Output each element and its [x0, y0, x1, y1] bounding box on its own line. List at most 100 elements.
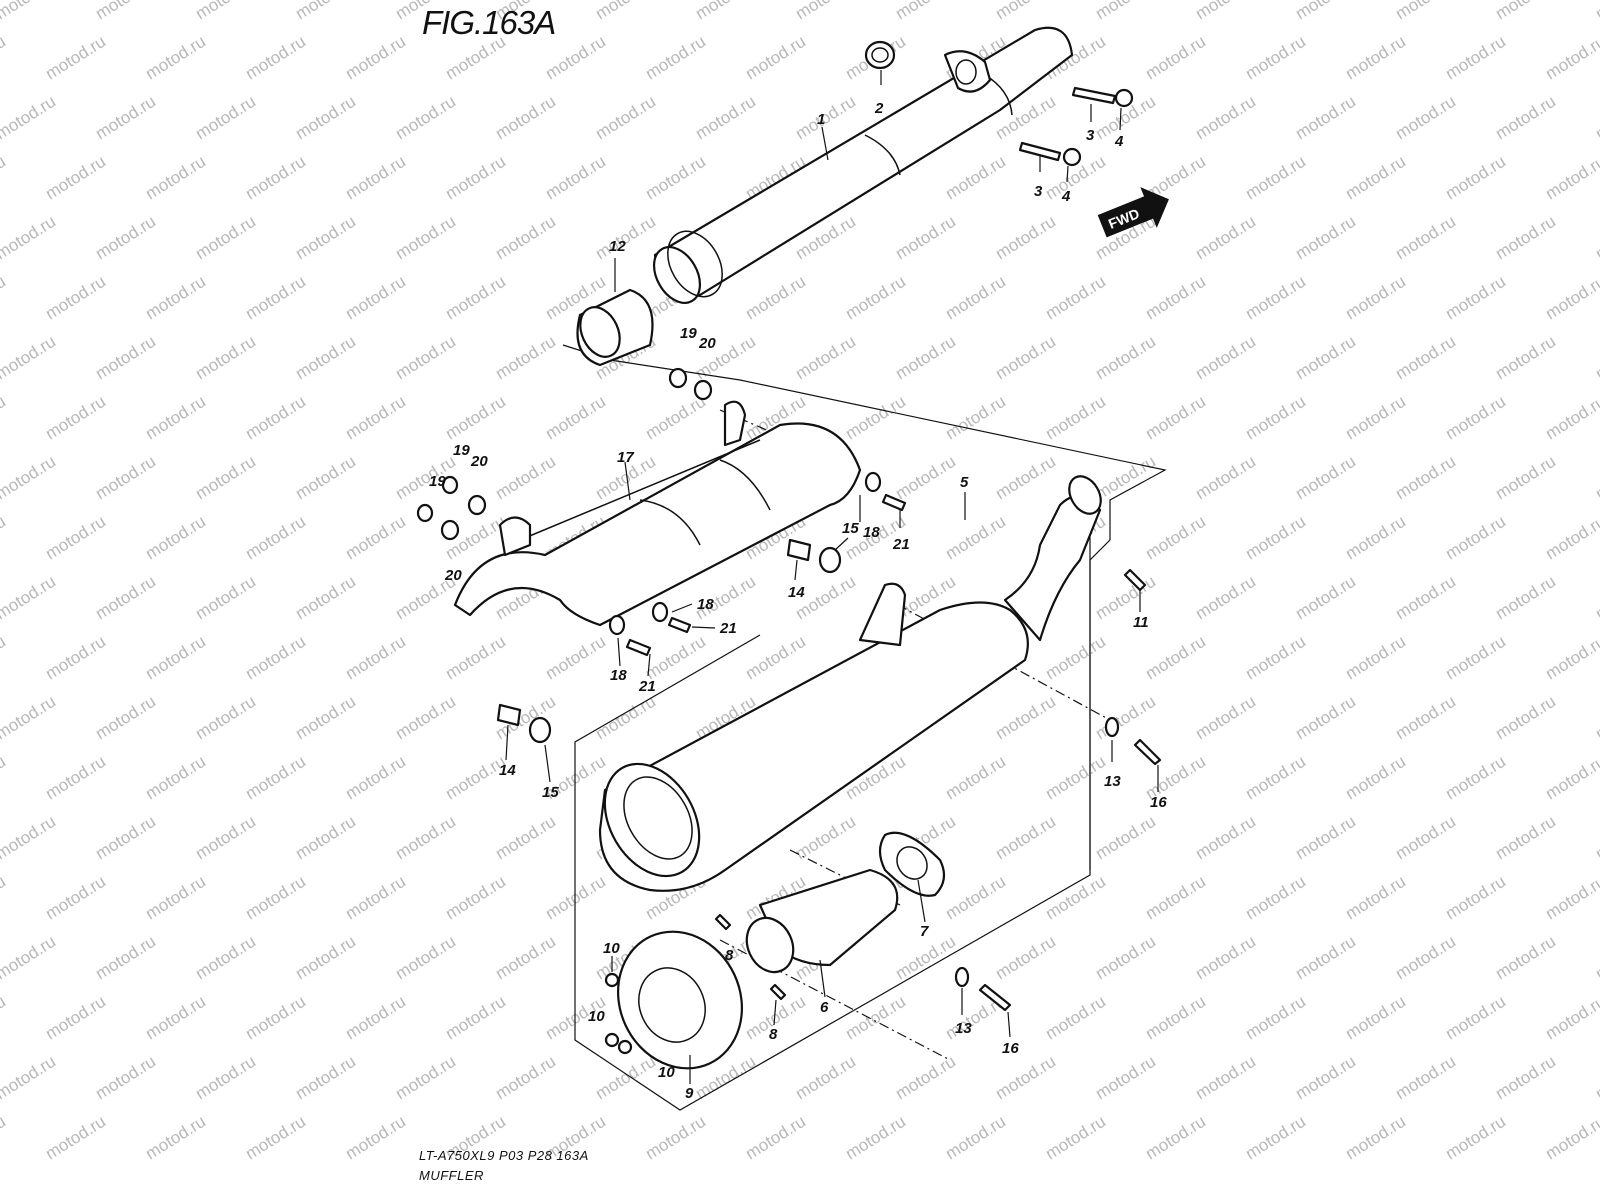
watermark-text: motod.ru	[1442, 632, 1509, 684]
head-pipe-part-1	[652, 26, 1074, 304]
callout-6: 6	[820, 999, 829, 1016]
watermark-text: motod.ru	[292, 1052, 359, 1104]
watermark-text: motod.ru	[292, 812, 359, 864]
watermark-text: motod.ru	[942, 272, 1009, 324]
watermark-text: motod.ru	[1242, 32, 1309, 84]
watermark-text: motod.ru	[392, 92, 459, 144]
watermark-text: motod.ru	[242, 272, 309, 324]
watermark-text: motod.ru	[1542, 872, 1600, 924]
callout-20a: 20	[698, 335, 716, 352]
watermark-text: motod.ru	[142, 392, 209, 444]
watermark-text: motod.ru	[1092, 0, 1159, 23]
watermark-text: motod.ru	[0, 512, 9, 564]
watermark-text: motod.ru	[1442, 32, 1509, 84]
callout-15a: 15	[842, 520, 859, 537]
watermark-text: motod.ru	[942, 512, 1009, 564]
watermark-text: motod.ru	[1242, 152, 1309, 204]
watermark-text: motod.ru	[1142, 1112, 1209, 1164]
watermark-text: motod.ru	[1592, 932, 1600, 984]
watermark-text: motod.ru	[342, 872, 409, 924]
watermark-text: motod.ru	[942, 872, 1009, 924]
watermark-text: motod.ru	[1492, 0, 1559, 23]
watermark-text: motod.ru	[742, 272, 809, 324]
fwd-direction-badge: FWD	[1097, 187, 1169, 238]
watermark-text: motod.ru	[1392, 452, 1459, 504]
watermark-text: motod.ru	[442, 392, 509, 444]
watermark-text: motod.ru	[192, 572, 259, 624]
watermark-text: motod.ru	[42, 512, 109, 564]
watermark-text: motod.ru	[992, 1052, 1059, 1104]
watermark-text: motod.ru	[1592, 332, 1600, 384]
watermark-text: motod.ru	[92, 1052, 159, 1104]
watermark-text: motod.ru	[0, 572, 59, 624]
watermark-text: motod.ru	[592, 0, 659, 23]
watermark-text: motod.ru	[342, 512, 409, 564]
watermark-text: motod.ru	[1492, 452, 1559, 504]
callout-10b: 10	[588, 1008, 605, 1025]
callout-9: 9	[685, 1085, 694, 1102]
watermark-text: motod.ru	[92, 0, 159, 23]
watermark-text: motod.ru	[1492, 572, 1559, 624]
watermark-text: motod.ru	[342, 992, 409, 1044]
callout-19a: 19	[680, 325, 697, 342]
callout-19b: 19	[453, 442, 470, 459]
watermark-text: motod.ru	[1542, 752, 1600, 804]
watermark-text: motod.ru	[1392, 212, 1459, 264]
watermark-text: motod.ru	[0, 332, 59, 384]
watermark-text: motod.ru	[842, 1112, 909, 1164]
watermark-text: motod.ru	[992, 692, 1059, 744]
watermark-text: motod.ru	[492, 452, 559, 504]
watermark-text: motod.ru	[0, 872, 9, 924]
watermark-text: motod.ru	[292, 572, 359, 624]
watermark-text: motod.ru	[92, 92, 159, 144]
watermark-text: motod.ru	[1192, 692, 1259, 744]
watermark-text: motod.ru	[892, 1052, 959, 1104]
watermark-text: motod.ru	[1142, 872, 1209, 924]
callout-14b: 14	[499, 762, 516, 779]
watermark-text: motod.ru	[192, 692, 259, 744]
watermark-text: motod.ru	[1592, 212, 1600, 264]
watermark-text: motod.ru	[1292, 212, 1359, 264]
watermark-text: motod.ru	[892, 212, 959, 264]
watermark-text: motod.ru	[1442, 392, 1509, 444]
watermark-text: motod.ru	[1292, 92, 1359, 144]
watermark-text: motod.ru	[42, 32, 109, 84]
watermark-text: motod.ru	[542, 392, 609, 444]
watermark-text: motod.ru	[992, 932, 1059, 984]
watermark-text: motod.ru	[942, 752, 1009, 804]
watermark-text: motod.ru	[1292, 0, 1359, 23]
watermark-text: motod.ru	[92, 572, 159, 624]
callout-4b: 4	[1061, 188, 1071, 205]
watermark-text: motod.ru	[492, 1052, 559, 1104]
muffler-body-part-5	[598, 475, 1102, 892]
watermark-text: motod.ru	[0, 692, 59, 744]
watermark-text: motod.ru	[1542, 272, 1600, 324]
watermark-text: motod.ru	[192, 812, 259, 864]
watermark-text: motod.ru	[442, 272, 509, 324]
diagram-code: LT-A750XL9 P03 P28 163A	[419, 1148, 589, 1163]
watermark-text: motod.ru	[1392, 1052, 1459, 1104]
watermark-text: motod.ru	[92, 212, 159, 264]
callout-4a: 4	[1114, 133, 1124, 150]
watermark-text: motod.ru	[1042, 752, 1109, 804]
watermark-text: motod.ru	[1492, 1052, 1559, 1104]
watermark-text: motod.ru	[142, 1112, 209, 1164]
watermark-text: motod.ru	[1342, 32, 1409, 84]
watermark-text: motod.ru	[1042, 272, 1109, 324]
watermark-text: motod.ru	[1592, 692, 1600, 744]
watermark-text: motod.ru	[392, 212, 459, 264]
watermark-text: motod.ru	[0, 0, 59, 23]
watermark-text: motod.ru	[1142, 272, 1209, 324]
watermark-text: motod.ru	[492, 212, 559, 264]
watermark-text: motod.ru	[1092, 332, 1159, 384]
watermark-text: motod.ru	[1292, 1052, 1359, 1104]
watermark-text: motod.ru	[792, 1052, 859, 1104]
watermark-text: motod.ru	[0, 812, 59, 864]
watermark-text: motod.ru	[1442, 992, 1509, 1044]
watermark-text: motod.ru	[1242, 1112, 1309, 1164]
watermark-text: motod.ru	[0, 452, 59, 504]
watermark-text: motod.ru	[92, 932, 159, 984]
watermark-text: motod.ru	[942, 1112, 1009, 1164]
callout-17: 17	[617, 449, 634, 466]
callout-8b: 8	[769, 1026, 778, 1043]
